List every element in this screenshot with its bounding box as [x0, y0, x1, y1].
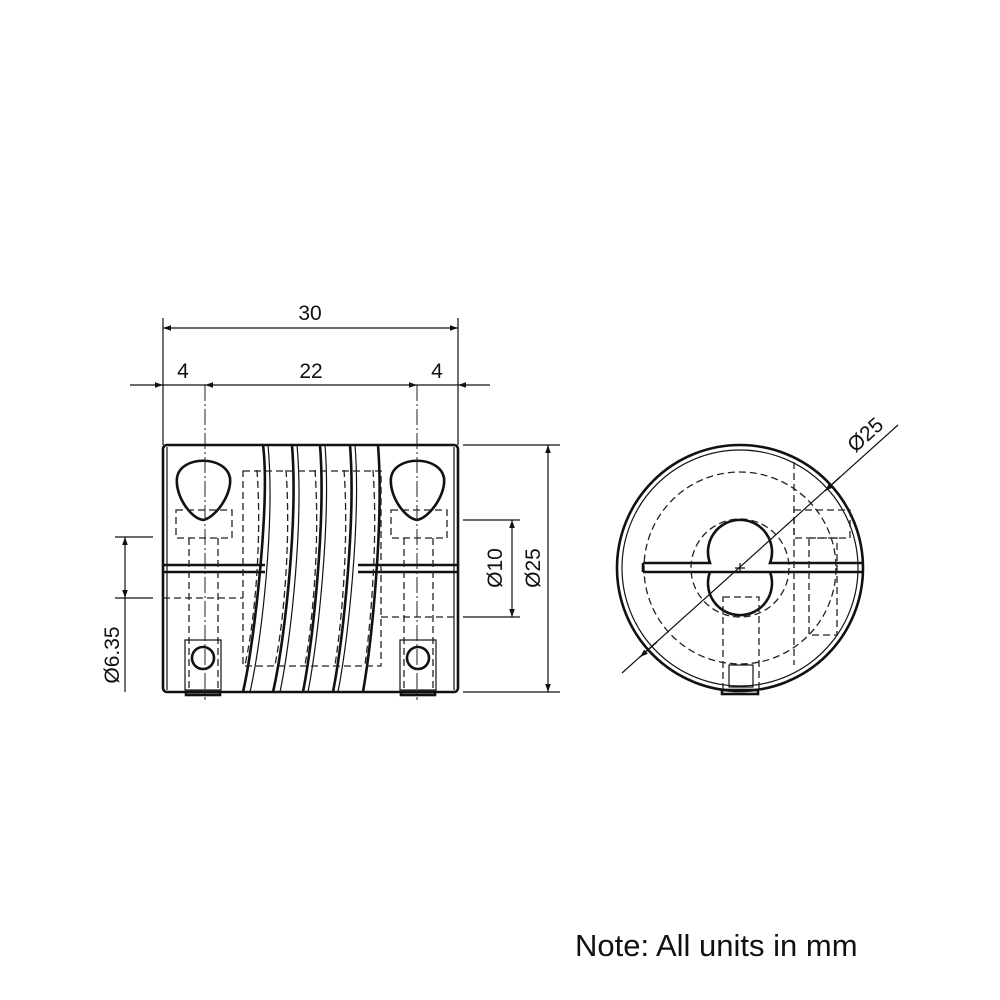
- coupling-body-outline: [161, 443, 460, 694]
- diameter-leader: [621, 424, 899, 674]
- dim-bore-right: Ø10: [484, 548, 507, 588]
- dim-right-hub: 4: [431, 360, 443, 383]
- set-screw-right: [399, 639, 437, 697]
- end-view: Ø25: [615, 413, 899, 696]
- set-screw-left: [184, 639, 222, 697]
- side-view: 30 4 22 4 Ø25 Ø10 Ø6.35: [101, 302, 560, 700]
- dim-middle: 22: [299, 360, 322, 383]
- screw-head-right: [389, 459, 446, 522]
- dim-overall-length: 30: [298, 302, 321, 325]
- units-note: Note: All units in mm: [575, 928, 858, 963]
- dim-left-hub: 4: [177, 360, 189, 383]
- hidden-bore: [242, 470, 382, 667]
- dim-end-outer-diameter: Ø25: [843, 413, 888, 457]
- clamp-slot: [163, 563, 458, 574]
- screw-head-left: [175, 459, 232, 522]
- bore-and-slot: [643, 518, 862, 617]
- helical-grooves: [241, 444, 381, 693]
- dim-bore-left: Ø6.35: [101, 626, 124, 683]
- dim-outer-diameter: Ø25: [522, 548, 545, 588]
